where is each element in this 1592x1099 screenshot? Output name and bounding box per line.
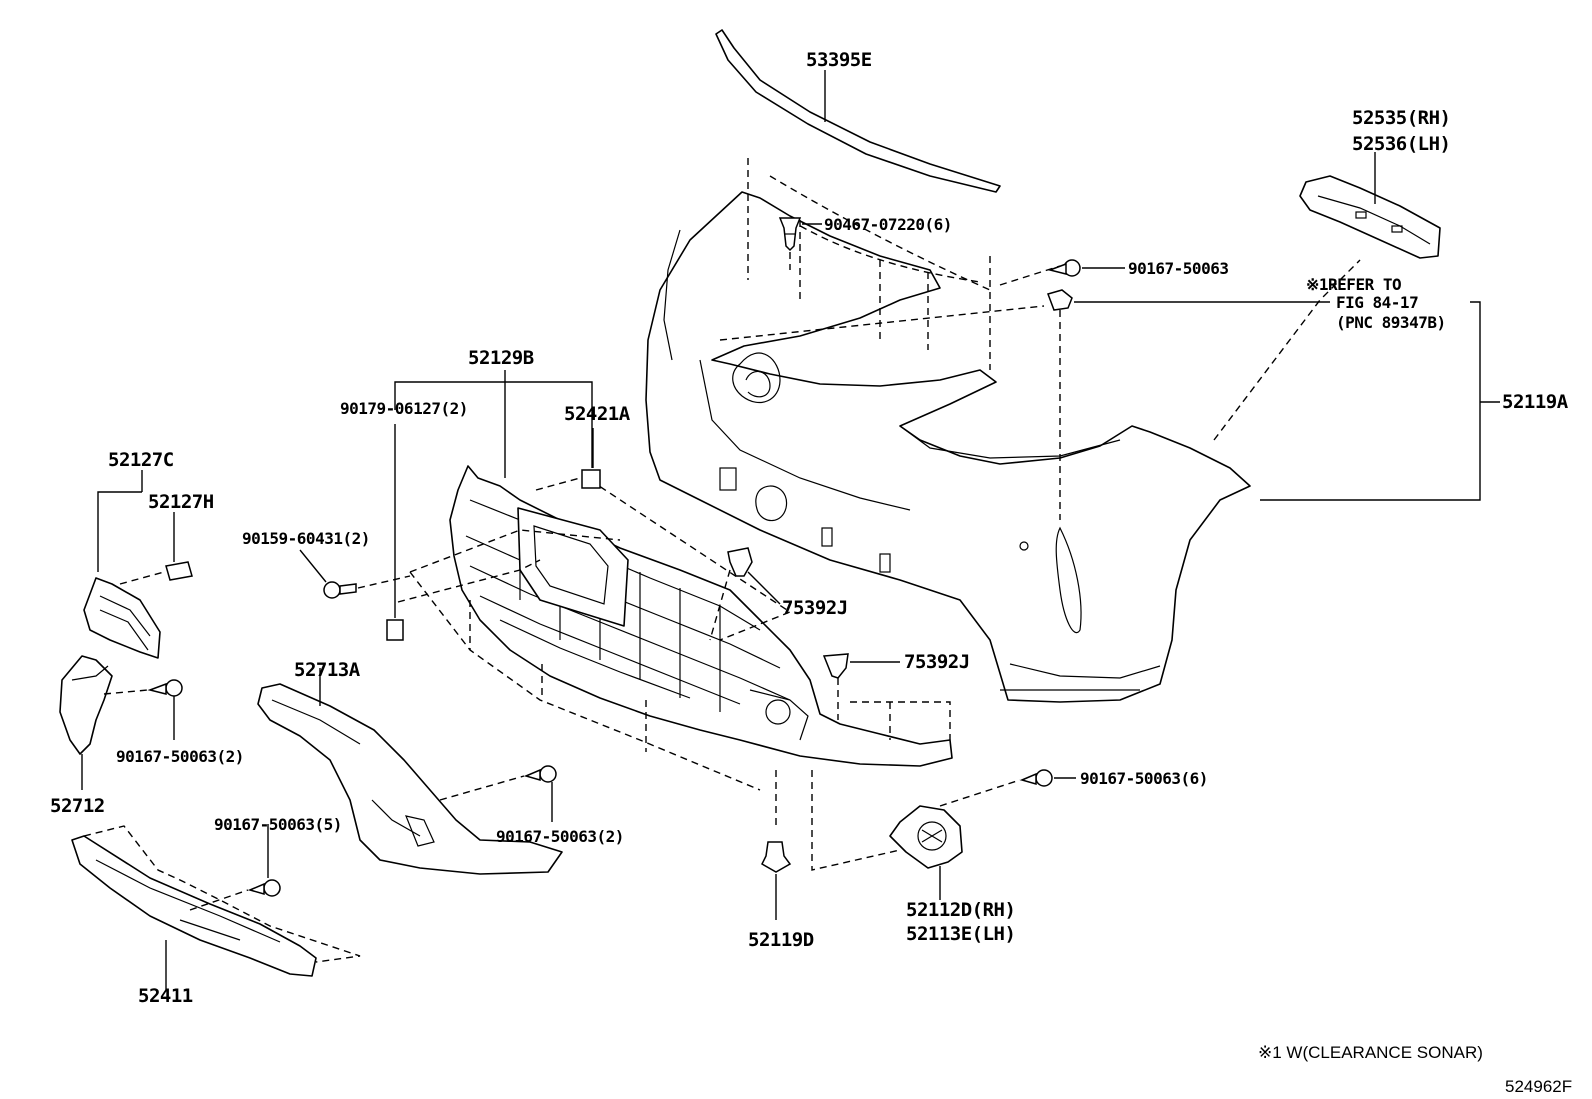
dash-line [589, 479, 792, 641]
fastener-90159-screw [323, 581, 357, 599]
footnote: ※1 W(CLEARANCE SONAR) [1258, 1043, 1483, 1062]
label-90167-left: 90167-50063(2) [116, 747, 244, 766]
part-52535-bracket [1299, 175, 1441, 259]
dash-line [103, 689, 149, 695]
dash-line [811, 770, 901, 871]
fastener-90167-screw-mid [523, 765, 557, 783]
label-90159: 90159-60431(2) [242, 529, 370, 548]
dash-line [439, 775, 525, 801]
label-52536: 52536(LH) [1352, 133, 1450, 155]
part-52421A-cap [581, 469, 601, 489]
label-52713A: 52713A [294, 659, 361, 681]
label-53395E: 53395E [806, 49, 872, 71]
label-75392J-upper: 75392J [782, 597, 848, 619]
dash-line [397, 559, 541, 603]
clearance-sonar-clip [1047, 289, 1073, 311]
leader-90159 [299, 549, 327, 583]
label-52127C: 52127C [108, 449, 174, 471]
label-90167-top: 90167-50063 [1128, 259, 1228, 278]
fastener-90167-screw-top [1047, 259, 1081, 277]
part-52112D-sonar-bracket [889, 805, 963, 869]
label-75392J-lower: 75392J [904, 651, 970, 673]
label-90167-mid: 90167-50063(2) [496, 827, 624, 846]
leader-52119A [1260, 301, 1481, 501]
dash-line [83, 825, 361, 963]
leader-75392J-upper [747, 571, 781, 605]
dash-line [119, 571, 165, 585]
dash-line [357, 575, 411, 589]
part-52712-side-piece [59, 655, 113, 755]
leader-52129B [394, 381, 593, 468]
label-refer-line3: (PNC 89347B) [1336, 313, 1446, 332]
label-52119A: 52119A [1502, 391, 1569, 413]
dash-line [850, 701, 951, 740]
part-52127H-clip [165, 561, 193, 581]
part-52411-spoiler [71, 835, 317, 977]
label-90167-low: 90167-50063(5) [214, 815, 342, 834]
dash-line [939, 779, 1021, 807]
dash-line [189, 889, 249, 911]
dash-line [409, 529, 621, 573]
label-refer-line1: ※1REFER TO [1306, 275, 1401, 294]
dash-line [719, 305, 1045, 341]
label-52119D: 52119D [748, 929, 814, 951]
label-refer-line2: FIG 84-17 [1336, 293, 1418, 312]
fastener-90179-nut [386, 619, 404, 641]
label-52535: 52535(RH) [1352, 107, 1450, 129]
fastener-90167-screw-left [147, 679, 183, 697]
label-52129B: 52129B [468, 347, 534, 369]
label-52712: 52712 [50, 795, 105, 817]
dash-line [709, 569, 731, 641]
dash-line [999, 265, 1061, 286]
fastener-75392J-clip-lower [822, 653, 849, 679]
fastener-52119D-clip [761, 841, 792, 873]
dash-line [535, 477, 581, 491]
fastener-90467-clip [778, 217, 802, 252]
label-90467: 90467-07220(6) [824, 215, 952, 234]
leader-52127C [97, 491, 142, 572]
fastener-90167-screw-right [1019, 769, 1053, 787]
label-52113E: 52113E(LH) [906, 923, 1015, 945]
fastener-75392J-clip-upper [727, 547, 753, 577]
fastener-90167-screw-low [247, 879, 281, 897]
dash-line [789, 219, 981, 283]
figure-id: 524962F [1505, 1077, 1572, 1096]
label-90167-right: 90167-50063(6) [1080, 769, 1208, 788]
label-52411: 52411 [138, 985, 193, 1007]
label-52127H: 52127H [148, 491, 214, 513]
label-52421A: 52421A [564, 403, 631, 425]
part-52127C-bracket [83, 577, 161, 659]
label-90179: 90179-06127(2) [340, 399, 468, 418]
label-52112D: 52112D(RH) [906, 899, 1015, 921]
dash-line [409, 571, 761, 791]
part-53395E-strip [715, 29, 1001, 193]
dash-line [769, 175, 991, 291]
part-52119A-bumper-cover [645, 191, 1251, 703]
part-52713A-molding [257, 683, 563, 875]
